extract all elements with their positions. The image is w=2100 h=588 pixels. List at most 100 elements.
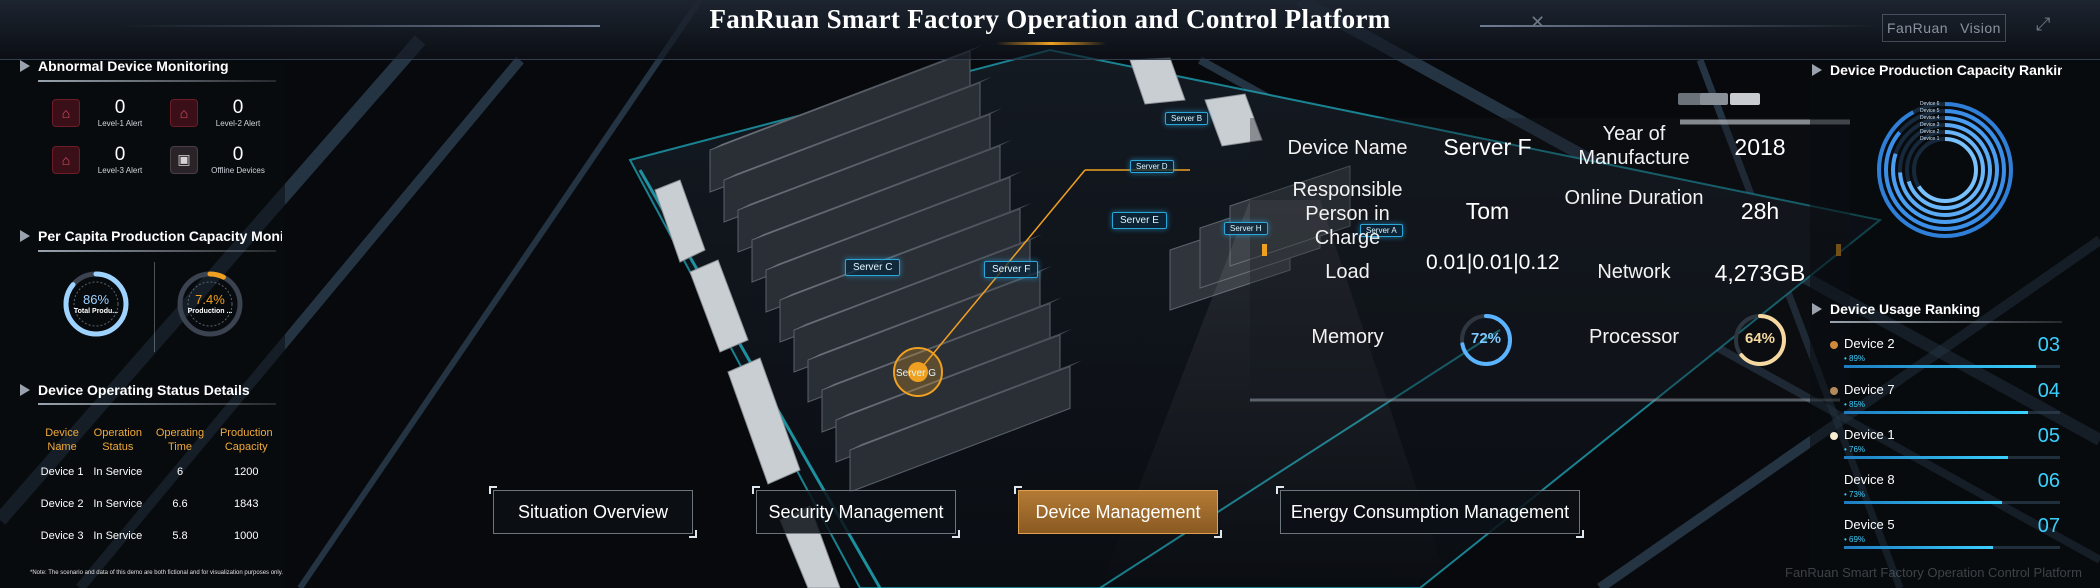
rank-dot (1830, 341, 1838, 349)
legend-item: Device 6 (1920, 101, 1940, 107)
usage-rank-item[interactable]: Device 5 • 69% 07 (1830, 515, 2060, 559)
status-details-title: Device Operating Status Details (20, 382, 282, 398)
triangle-icon (20, 384, 30, 396)
title-rule (38, 80, 276, 82)
gauge-ring (1734, 314, 1786, 366)
gauge-value: 7.4% (195, 292, 225, 307)
gauge-ring (177, 271, 243, 337)
rank-device-name: Device 7 (1844, 382, 1895, 397)
total-production-gauge[interactable]: 86% Total Produ... (60, 268, 132, 340)
radial-legend: Device 6 Device 5 Device 4 Device 3 Devi… (1920, 101, 1939, 143)
memory-label: Memory (1311, 326, 1384, 348)
title-underline (996, 42, 1106, 45)
server-rack-top (794, 234, 1042, 330)
server-tag-c[interactable]: Server C (845, 259, 901, 276)
legend-item: Device 1 (1920, 136, 1940, 142)
alert-label: Level-1 Alert (97, 119, 143, 128)
radial-bar (1905, 130, 1985, 210)
table-cell: Device 2 (40, 498, 84, 510)
load-value: 0.01|0.01|0.12 (1426, 251, 1560, 274)
rank-percent: • 73% (1844, 490, 1866, 499)
server-tag-h[interactable]: Server H (1224, 222, 1268, 235)
nav-energy-consumption-management[interactable]: Energy Consumption Management (1276, 486, 1584, 538)
close-icon: ✕ (1530, 12, 1546, 32)
radial-bar (1912, 137, 1978, 203)
device-name-value: Server F (1443, 134, 1532, 160)
rank-number: 04 (2037, 380, 2060, 402)
rank-number: 07 (2037, 515, 2060, 537)
table-cell: 6 (176, 466, 184, 478)
expand-icon[interactable]: ⤢ (2036, 14, 2051, 34)
usage-rank-item[interactable]: Device 2 • 89% 03 (1830, 334, 2060, 378)
header-decoration-right (1480, 25, 1880, 27)
alert-label: Offline Devices (211, 166, 265, 175)
legend-item: Device 2 (1920, 129, 1940, 135)
usage-rank-item[interactable]: Device 8 • 73% 06 (1830, 470, 2060, 514)
server-tag-a[interactable]: Server A (1360, 224, 1403, 237)
server-tag-e[interactable]: Server E (1112, 212, 1167, 229)
triangle-icon (1812, 303, 1822, 315)
legend-item: Device 4 (1920, 115, 1940, 121)
alert-count: 0 (114, 97, 126, 118)
radial-bar (1898, 123, 1992, 217)
capacity-ranking-title: Device Production Capacity Ranking (1812, 62, 2062, 78)
gauge-value: 86% (82, 292, 110, 307)
gauge-label: Total Produ... (73, 308, 119, 315)
header-decoration-left (120, 25, 600, 27)
nav-device-management[interactable]: Device Management (1014, 486, 1222, 538)
column-header: Operating Time (155, 427, 205, 453)
header-bar: FanRuan Smart Factory Operation and Cont… (0, 0, 2100, 60)
table-cell: 1843 (234, 498, 259, 510)
gauge-ring (63, 271, 129, 337)
usage-rank-item[interactable]: Device 7 • 85% 04 (1830, 380, 2060, 424)
usage-rank-item[interactable]: Device 1 • 76% 05 (1830, 425, 2060, 469)
rank-dot (1830, 477, 1838, 485)
responsible-person-label: Responsible Person in Charge (1292, 179, 1403, 249)
alert-count: 0 (232, 144, 244, 165)
column-header: Production Capacity (219, 427, 273, 453)
processor-gauge[interactable]: 64% (1732, 312, 1788, 368)
rank-number: 05 (2037, 425, 2060, 447)
radial-bar (1891, 116, 1999, 224)
rank-bar-fill (1844, 501, 2002, 504)
legend-item: Device 3 (1920, 122, 1940, 128)
server-tag-b[interactable]: Server B (1165, 112, 1209, 125)
status-table: Device Name Operation Status Operating T… (38, 424, 282, 552)
year-label: Year of Manufacture (1578, 123, 1690, 169)
table-header-row: Device Name Operation Status Operating T… (38, 424, 282, 456)
table-cell: 6.6 (172, 498, 188, 510)
column-header: Operation Status (93, 427, 142, 453)
nav-security-management[interactable]: Security Management (752, 486, 960, 538)
server-tag-f[interactable]: Server F (984, 261, 1039, 278)
memory-value: 72% (1470, 330, 1502, 347)
nav-situation-overview[interactable]: Situation Overview (489, 486, 697, 538)
rank-bar-track (1844, 456, 2060, 459)
network-label: Network (1597, 261, 1671, 283)
table-row[interactable]: Device 3 In Service 5.8 1000 (38, 520, 282, 552)
table-cell: In Service (93, 530, 143, 542)
server-tag-g[interactable]: Server G (896, 368, 937, 379)
rank-percent: • 69% (1844, 535, 1866, 544)
production-gauge[interactable]: 7.4% Production ... (174, 268, 246, 340)
server-rack-top (780, 202, 1032, 300)
alert-count: 0 (114, 144, 126, 165)
radial-bar (1877, 102, 2013, 238)
table-cell: Device 3 (40, 530, 84, 542)
table-cell: Device 1 (40, 466, 84, 478)
table-row[interactable]: Device 1 In Service 6 1200 (38, 456, 282, 488)
brand-suffix: Vision (1960, 20, 2001, 36)
online-duration-value: 28h (1740, 198, 1780, 224)
rank-number: 06 (2037, 470, 2060, 492)
rank-percent: • 76% (1844, 445, 1866, 454)
table-row[interactable]: Device 2 In Service 6.6 1843 (38, 488, 282, 520)
offline-device-icon: ▣ (170, 145, 198, 174)
server-tag-d[interactable]: Server D (1130, 160, 1174, 173)
rank-bar-fill (1844, 411, 2028, 414)
rank-bar-track (1844, 365, 2060, 368)
memory-gauge[interactable]: 72% (1458, 312, 1514, 368)
rank-device-name: Device 1 (1844, 427, 1895, 442)
